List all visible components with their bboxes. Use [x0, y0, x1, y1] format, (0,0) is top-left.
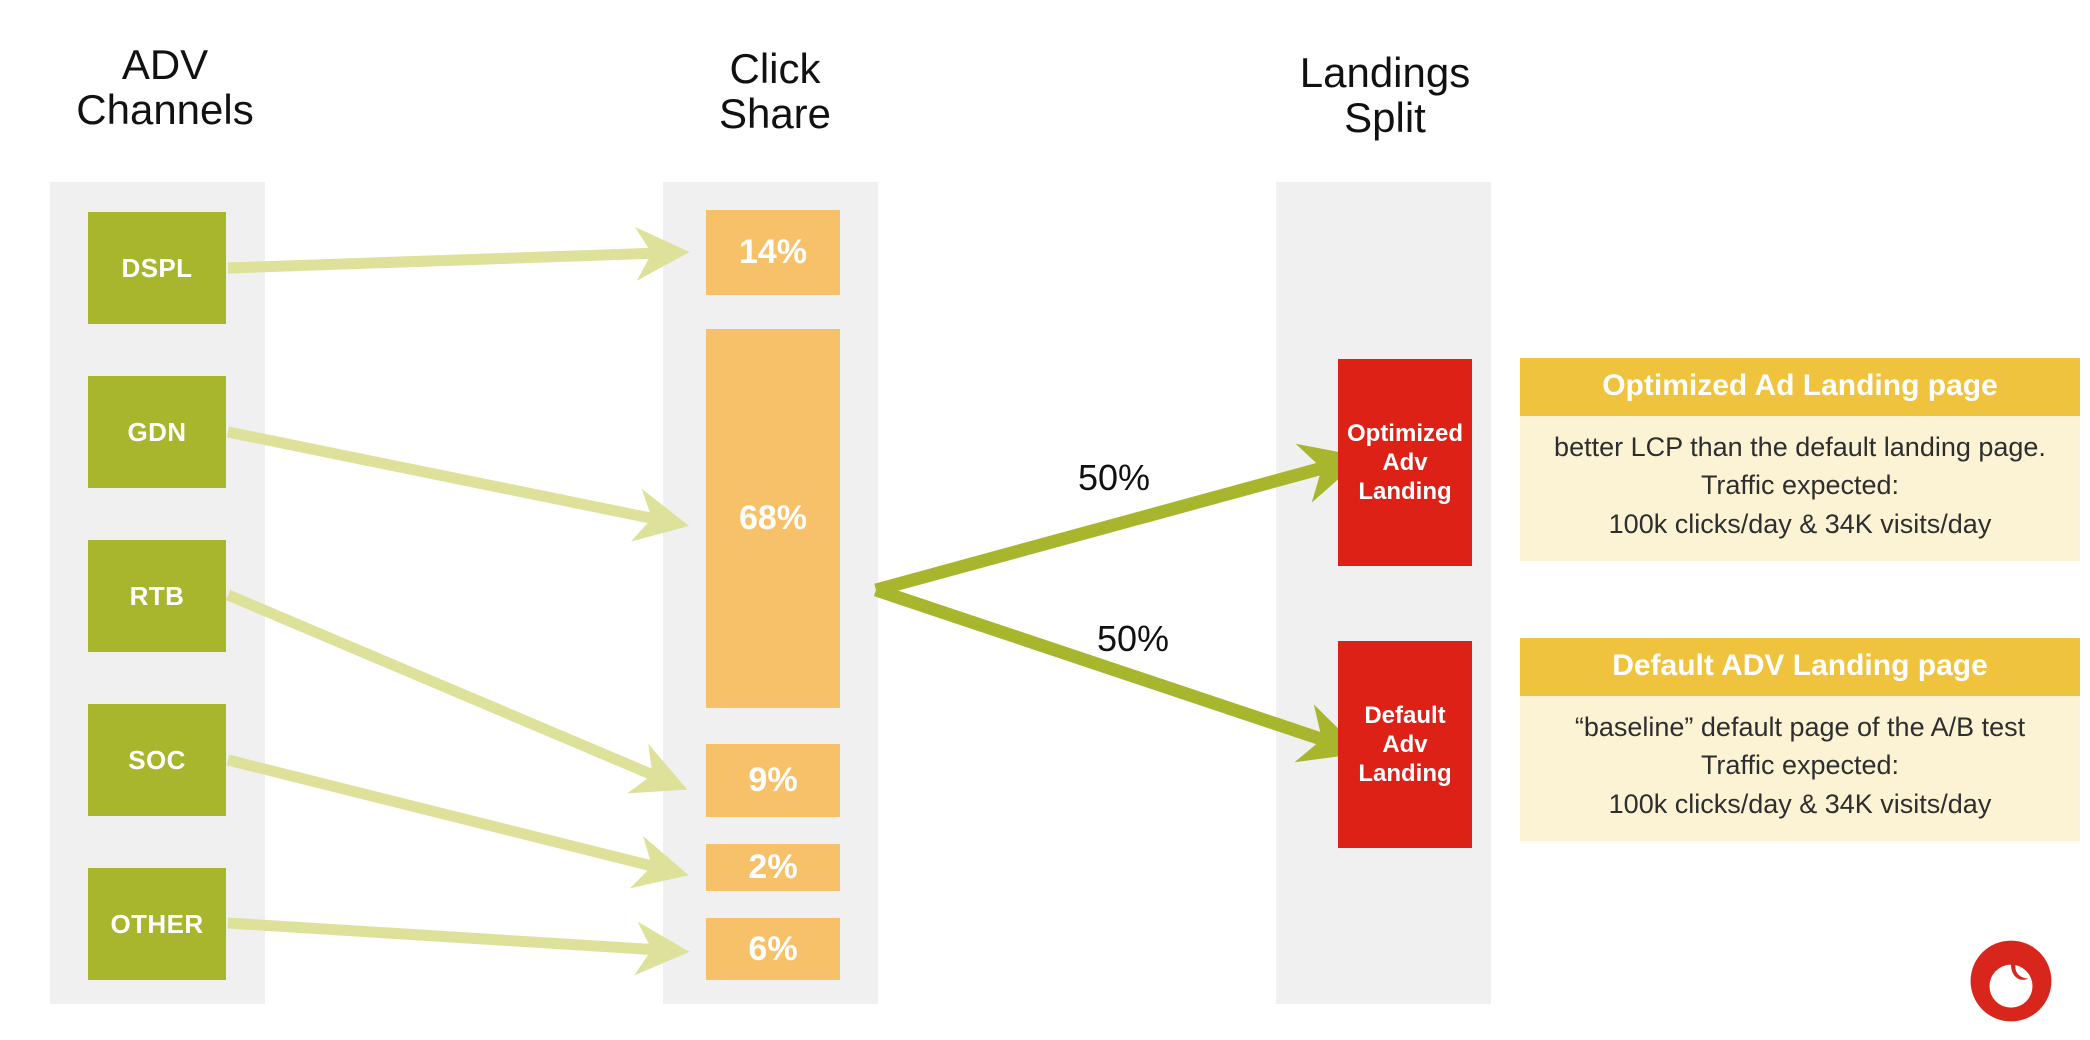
info-card-line: 100k clicks/day & 34K visits/day: [1608, 508, 1992, 539]
landing-box-label: Default Adv Landing: [1358, 701, 1452, 788]
adv-channel-box-gdn[interactable]: GDN: [88, 376, 226, 488]
info-card-heading: Optimized Ad Landing page: [1520, 358, 2080, 416]
info-card-body: “baseline” default page of the A/B test …: [1520, 696, 2080, 841]
click-share-label: 9%: [748, 761, 798, 799]
click-share-bar-2[interactable]: 2%: [706, 844, 840, 891]
info-card-line: “baseline” default page of the A/B test: [1574, 712, 2026, 742]
adv-channel-box-dspl[interactable]: DSPL: [88, 212, 226, 324]
info-card-default: Default ADV Landing page “baseline” defa…: [1520, 638, 2080, 841]
adv-channel-label: RTB: [129, 580, 185, 611]
split-label-optimized: 50%: [1078, 457, 1151, 498]
adv-channel-label: GDN: [127, 416, 187, 447]
adv-channel-box-other[interactable]: OTHER: [88, 868, 226, 980]
column-title-landings-split: Landings Split: [1299, 49, 1471, 142]
adv-channel-box-soc[interactable]: SOC: [88, 704, 226, 816]
vodafone-logo-icon: [1970, 940, 2052, 1022]
info-card-optimized: Optimized Ad Landing page better LCP tha…: [1520, 358, 2080, 561]
click-share-bar-9[interactable]: 9%: [706, 744, 840, 817]
info-card-body: better LCP than the default landing page…: [1520, 416, 2080, 561]
info-card-line: Traffic expected:: [1700, 470, 1900, 501]
column-title-click-share: Click Share: [718, 45, 832, 138]
adv-channel-label: SOC: [128, 744, 186, 775]
info-card-heading: Default ADV Landing page: [1520, 638, 2080, 696]
info-card-line: 100k clicks/day & 34K visits/day: [1608, 788, 1992, 819]
adv-channel-label: OTHER: [110, 908, 204, 939]
column-title-adv-channels: ADV Channels: [76, 41, 254, 134]
split-label-default: 50%: [1097, 618, 1170, 659]
landing-box-default[interactable]: Default Adv Landing: [1338, 641, 1472, 848]
click-share-label: 6%: [748, 929, 798, 968]
landing-box-optimized[interactable]: Optimized Adv Landing: [1338, 359, 1472, 566]
click-share-label: 2%: [748, 848, 798, 886]
click-share-bar-68[interactable]: 68%: [706, 329, 840, 708]
click-share-label: 68%: [738, 499, 808, 537]
info-card-line: better LCP than the default landing page…: [1554, 432, 2046, 462]
click-share-label: 14%: [738, 233, 808, 271]
adv-channel-label: DSPL: [121, 252, 193, 283]
click-share-bar-14[interactable]: 14%: [706, 210, 840, 295]
adv-channel-box-rtb[interactable]: RTB: [88, 540, 226, 652]
info-card-line: Traffic expected:: [1700, 750, 1900, 781]
column-band-landings-split: [1276, 182, 1491, 1004]
click-share-bar-6[interactable]: 6%: [706, 918, 840, 980]
landing-box-label: Optimized Adv Landing: [1346, 419, 1463, 506]
